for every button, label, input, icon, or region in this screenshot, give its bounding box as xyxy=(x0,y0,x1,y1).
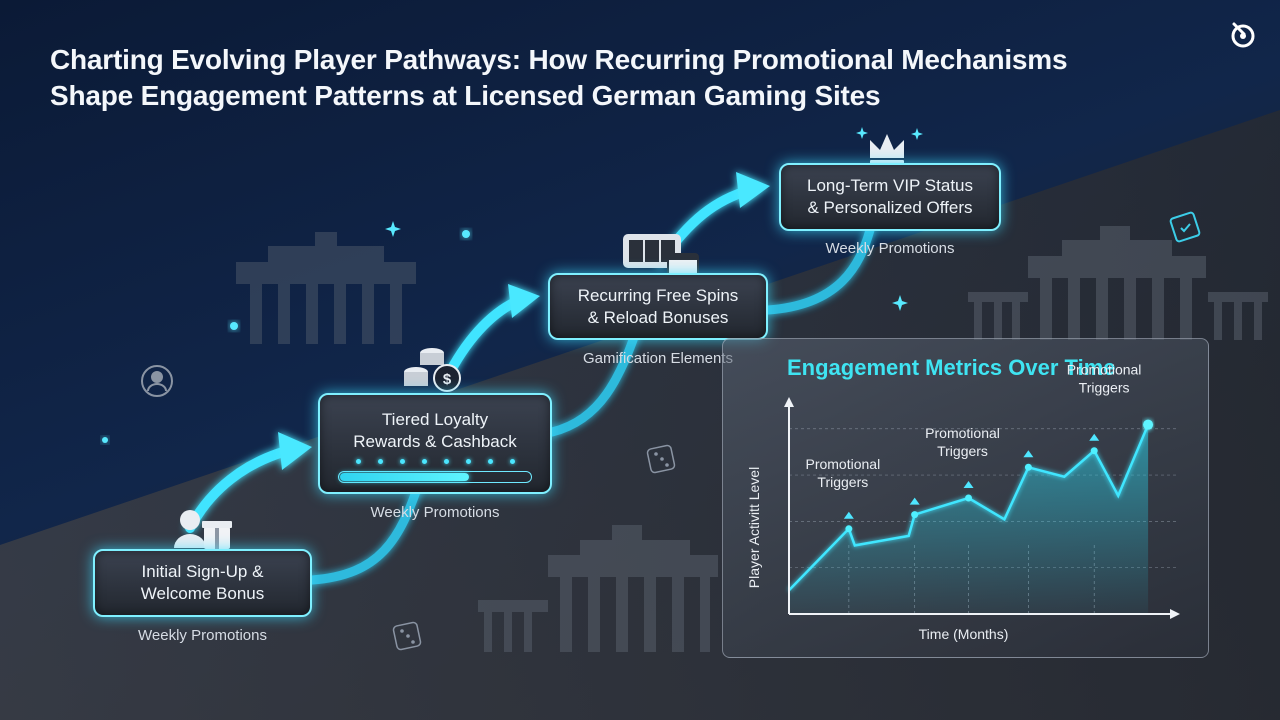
series-end-point xyxy=(1143,419,1154,430)
stage-caption: Weekly Promotions xyxy=(370,504,500,521)
stage-label-line-2: Welcome Bonus xyxy=(140,584,265,603)
stage-label-line-2: & Personalized Offers xyxy=(807,198,973,217)
stage-caption: Weekly Promotions xyxy=(138,627,267,644)
stage-label-line-1: Long-Term VIP Status xyxy=(807,176,973,195)
stage-initial-signup: Initial Sign-Up & Welcome Bonus xyxy=(93,549,312,617)
loyalty-progress-fill xyxy=(340,473,469,481)
page-title: Charting Evolving Player Pathways: How R… xyxy=(50,42,1170,114)
brandenburg-gate-right xyxy=(968,226,1268,340)
loyalty-progress-bar xyxy=(338,471,532,483)
user-gift-icon xyxy=(174,510,232,549)
stage-label-line-2: Rewards & Cashback xyxy=(353,432,517,451)
ticket-icon xyxy=(1169,211,1201,243)
title-line-1: Charting Evolving Player Pathways: How R… xyxy=(50,44,1068,75)
user-circle-icon xyxy=(141,365,173,397)
trigger-marker xyxy=(963,481,974,489)
stage-caption: Weekly Promotions xyxy=(825,240,955,257)
stage-caption: Gamification Elements xyxy=(582,350,734,367)
trigger-marker xyxy=(1089,433,1100,441)
chart-title: Engagement Metrics Over Time xyxy=(787,355,1116,380)
brandenburg-gate-center xyxy=(478,525,718,652)
trigger-point xyxy=(911,511,919,519)
trigger-point xyxy=(1024,463,1032,471)
series-area xyxy=(789,424,1149,614)
series-line xyxy=(788,424,1150,592)
trigger-point xyxy=(965,494,973,502)
trigger-marker xyxy=(843,511,854,519)
trigger-point xyxy=(845,525,853,533)
engagement-chart: Time (Months) Player Activitt Level Promot… xyxy=(746,362,1180,642)
x-axis-arrow xyxy=(1170,609,1180,619)
slot-machine-icon xyxy=(623,234,699,279)
coins-icon: $ xyxy=(404,348,461,392)
progress-dots xyxy=(355,459,515,464)
trigger-annotation: Promotional xyxy=(925,425,1000,441)
y-axis-arrow xyxy=(784,397,794,407)
stage-label-line-2: & Reload Bonuses xyxy=(587,307,729,327)
stage-tiered-loyalty: Tiered Loyalty Rewards & Cashback xyxy=(318,393,552,494)
title-line-2: Shape Engagement Patterns at Licensed Ge… xyxy=(50,80,881,111)
trigger-annotation: Triggers xyxy=(817,474,868,490)
trigger-point xyxy=(1090,447,1098,455)
x-axis-label: Time (Months) xyxy=(919,626,1009,642)
trigger-annotation: Promotional xyxy=(805,456,880,472)
engagement-metrics-panel: Engagement Metrics Over Time Time (Month… xyxy=(722,338,1209,658)
stage-label-line-1: Tiered Loyalty xyxy=(381,410,489,429)
brand-logo-icon xyxy=(1231,22,1255,48)
svg-text:$: $ xyxy=(443,371,452,388)
stage-label-line-1: Initial Sign-Up & xyxy=(141,562,264,581)
trigger-annotation: Triggers xyxy=(1079,380,1130,396)
stage-recurring-free-spins: Recurring Free Spins & Reload Bonuses xyxy=(548,273,768,340)
stage-label-line-1: Recurring Free Spins xyxy=(577,285,739,305)
crown-icon xyxy=(870,134,904,165)
trigger-annotation: Promotional xyxy=(1067,362,1142,378)
stage-long-term-vip: Long-Term VIP Status & Personalized Offe… xyxy=(779,163,1001,231)
y-axis-label: Player Activitt Level xyxy=(746,467,762,588)
brandenburg-gate-left xyxy=(236,232,416,344)
trigger-marker xyxy=(1023,450,1034,458)
trigger-annotation: Triggers xyxy=(937,443,988,459)
trigger-marker xyxy=(909,497,920,505)
